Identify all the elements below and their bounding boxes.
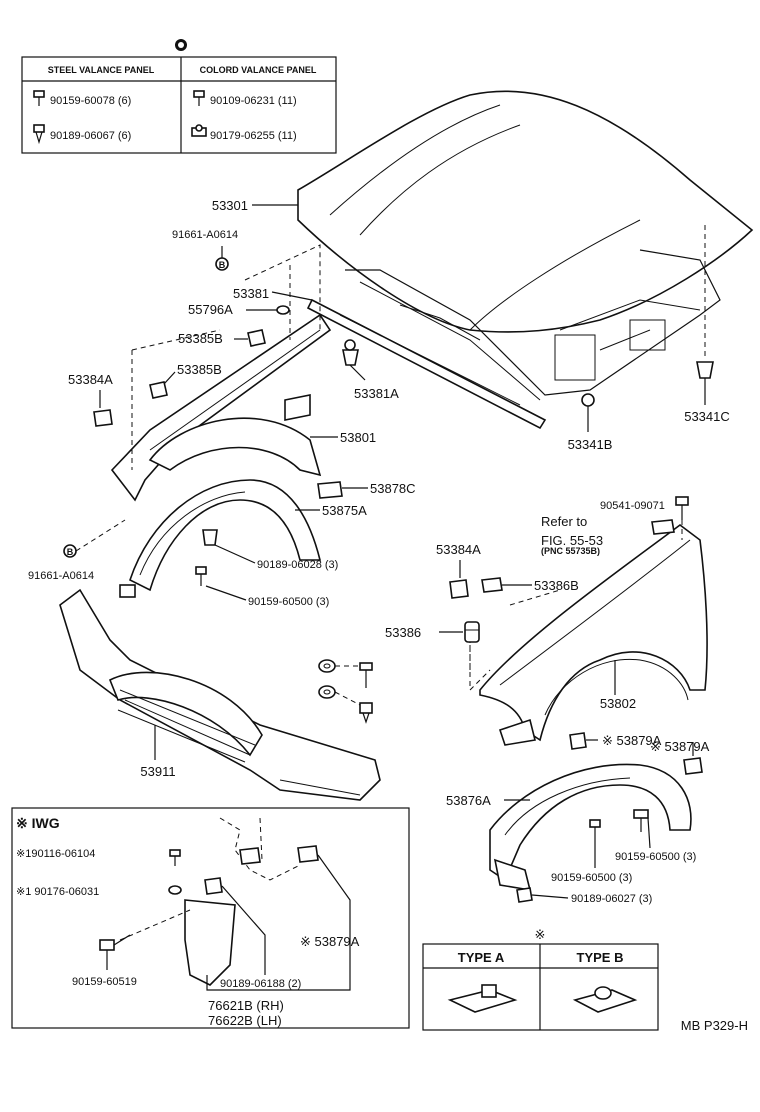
liner-left: [119, 479, 322, 598]
bolt-icon: [193, 90, 205, 106]
label-mg-lh: 76622B (LH): [208, 1013, 282, 1028]
clip-icon: [449, 579, 469, 599]
label-mg-06104: ※190116-06104: [16, 848, 95, 860]
grommet-icon: B: [63, 544, 77, 558]
label-apron: 53801: [340, 430, 376, 445]
hood-latch-support: [306, 298, 547, 430]
legend-header-colord: COLORD VALANCE PANEL: [200, 65, 317, 75]
label-hood-latch-support: 53381: [233, 286, 269, 301]
legend-colord-row1: 90109-06231 (11): [210, 95, 297, 107]
clip-icon: [149, 381, 168, 399]
type-symbol: ※: [535, 927, 546, 942]
screw-icon: [204, 877, 223, 895]
label-mg-06031: ※1 90176-06031: [16, 886, 99, 898]
bolt-icon: [169, 849, 181, 866]
label-liner-876a: 53876A: [446, 793, 491, 808]
nut-icon: [191, 124, 207, 137]
label-mg-06188: 90189-06188 (2): [220, 978, 301, 990]
label-refer-pnc: (PNC 55735B): [541, 546, 600, 556]
legend-table: STEEL VALANCE PANEL COLORD VALANCE PANEL…: [21, 39, 337, 154]
label-cushion-386: 53386: [385, 625, 421, 640]
fender-right: [479, 524, 708, 746]
legend-steel-row1: 90159-60078 (6): [50, 95, 131, 107]
screw-icon: [202, 529, 218, 546]
label-grommet-top: 91661-A0614: [172, 229, 238, 241]
seal-icon: [276, 305, 290, 315]
fender-garnish-icon: [651, 519, 675, 535]
label-clip-879a-a: ※ 53879A: [650, 739, 710, 754]
front-valance: [59, 588, 381, 801]
label-clip-384a-left: 53384A: [68, 372, 113, 387]
label-grommet-bottom: 91661-A0614: [28, 570, 94, 582]
label-mg-rh: 76621B (RH): [208, 998, 284, 1013]
label-fender-bolt: 90541-09071: [600, 500, 665, 512]
hood-bumper-b: [581, 393, 595, 432]
label-screw-60500-mid: 90159-60500 (3): [551, 872, 632, 884]
label-screw-06027: 90189-06027 (3): [571, 893, 652, 905]
screw-icon: [633, 809, 649, 832]
screw-icon: [516, 887, 533, 903]
label-clip-878c: 53878C: [370, 481, 416, 496]
legend-steel-row2: 90189-06067 (6): [50, 130, 131, 142]
washer-icon: [168, 885, 182, 895]
label-clip-385b-upper: 53385B: [178, 331, 223, 346]
label-hood-bumper-c: 53341C: [684, 409, 730, 424]
label-clip-879a-b: ※ 53879A: [602, 733, 662, 748]
clip-icon: [247, 329, 266, 347]
legend-header-steel: STEEL VALANCE PANEL: [48, 65, 155, 75]
bolt-icon: [359, 702, 373, 724]
label-type-b: TYPE B: [577, 950, 624, 965]
label-valance: 53911: [140, 764, 175, 779]
label-liner-875a: 53875A: [322, 503, 367, 518]
legend-colord-row2: 90179-06255 (11): [210, 130, 297, 142]
clip-type-a-icon: [447, 984, 518, 1013]
label-clip-385b-lower: 53385B: [177, 362, 222, 377]
nut-icon: [318, 659, 336, 673]
grommet-icon: B: [215, 257, 229, 271]
label-screw-60500-left: 90159-60500 (3): [248, 596, 329, 608]
clip-icon: [569, 732, 587, 750]
hood-bumper-c: [696, 225, 714, 405]
label-refer-to: Refer to: [541, 514, 587, 529]
label-hood-bumper-b: 53341B: [568, 437, 613, 452]
clip-icon: [683, 757, 703, 775]
clip-icon: [93, 409, 113, 427]
label-type-a: TYPE A: [458, 950, 505, 965]
type-box: ※ TYPE A TYPE B: [422, 927, 659, 1031]
label-page-ref: MB P329-H: [681, 1018, 748, 1033]
label-mg-60519: 90159-60519: [72, 976, 137, 988]
label-mudguard-title: ※ IWG: [16, 815, 60, 831]
bolt-icon: [359, 662, 373, 688]
mudguard-inset: ※ IWG ※190116-06104 ※1 90176-06031 90159…: [11, 807, 410, 1029]
screw-icon: [99, 934, 131, 951]
label-clip-384a-right: 53384A: [436, 542, 481, 557]
svg-text:B: B: [67, 547, 74, 557]
clip-878c: [317, 481, 343, 499]
apron-left: [110, 313, 332, 502]
label-refer-fig: FIG. 55-53: [541, 533, 603, 548]
bolt-icon: [33, 90, 45, 106]
bolt-icon: [33, 124, 45, 145]
screw-icon: [195, 566, 207, 586]
label-hood-seal: 55796A: [188, 302, 233, 317]
label-hood-latch-clip: 53381A: [354, 386, 399, 401]
nut-icon: [318, 685, 336, 699]
label-screw-60500-right: 90159-60500 (3): [615, 851, 696, 863]
label-mg-879a: ※ 53879A: [300, 934, 360, 949]
label-clip-386b: 53386B: [534, 578, 579, 593]
label-fender: 53802: [600, 696, 636, 711]
label-screw-06028: 90189-06028 (3): [257, 559, 338, 571]
svg-text:B: B: [219, 260, 226, 270]
bolt-icon: [675, 496, 689, 520]
label-hood: 53301: [212, 198, 248, 213]
screw-icon: [589, 819, 601, 845]
clip-icon: [481, 577, 503, 593]
cushion-icon: [464, 621, 480, 643]
clip-type-b-icon: [572, 986, 638, 1013]
hood-panel: [297, 90, 754, 401]
hood-latch-clip: [342, 339, 366, 381]
